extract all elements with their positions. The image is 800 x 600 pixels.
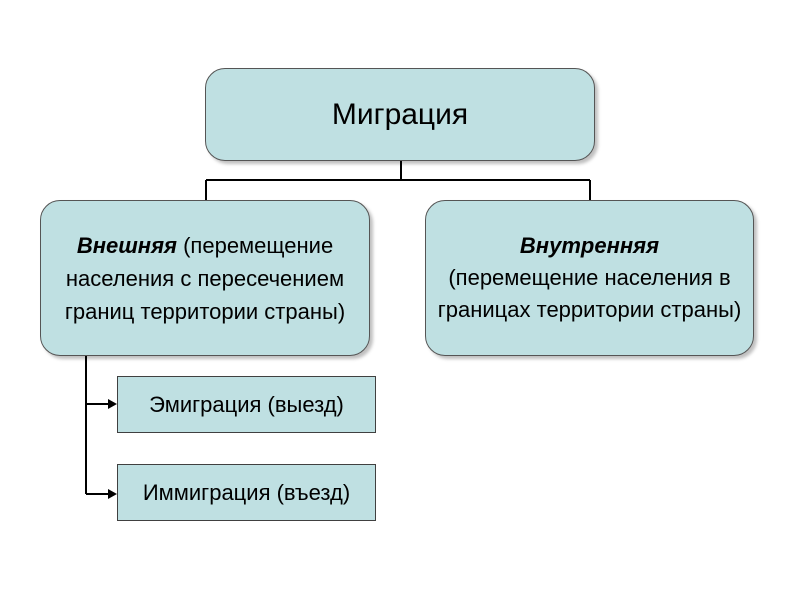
node-emigration: Эмиграция (выезд) [117,376,376,433]
node-internal-migration: Внутренняя (перемещение населения в гран… [425,200,754,356]
external-node-description: (перемещение населения с пересечением гр… [64,232,346,324]
root-node-label: Миграция [331,97,469,131]
internal-node-term: Внутренняя [519,233,660,258]
internal-node-description: (перемещение населения в границах террит… [437,265,742,322]
emigration-arrowhead [108,399,117,409]
node-external-migration: Внешняя (перемещение населения с пересеч… [40,200,370,356]
emigration-node-label: Эмиграция (выезд) [149,391,344,417]
immigration-node-label: Иммиграция (въезд) [142,479,351,505]
root-node-migration: Миграция [205,68,595,161]
external-node-text: Внешняя (перемещение населения с пересеч… [41,229,369,328]
internal-node-text: Внутренняя (перемещение населения в гран… [426,230,753,326]
immigration-arrowhead [108,489,117,499]
external-node-term: Внешняя [76,232,177,258]
node-immigration: Иммиграция (въезд) [117,464,376,521]
